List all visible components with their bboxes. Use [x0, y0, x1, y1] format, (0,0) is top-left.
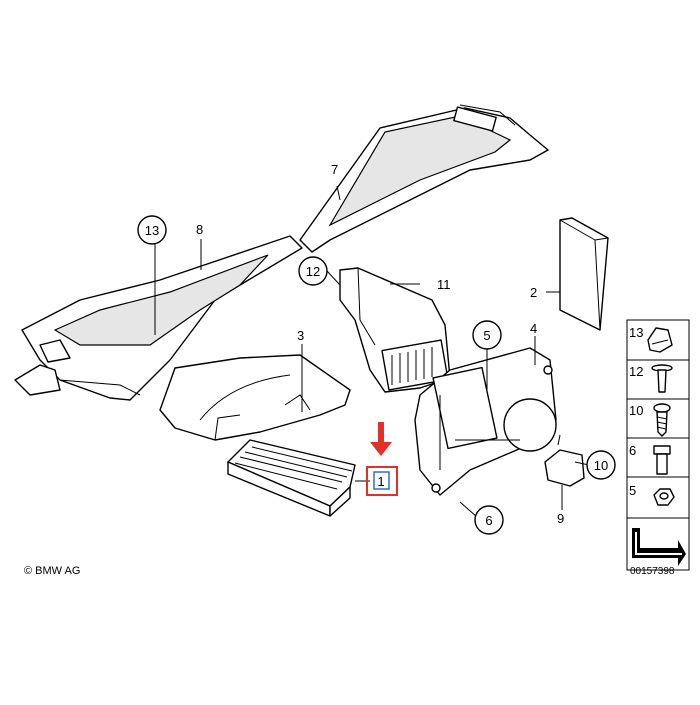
leader-lines — [154, 185, 590, 518]
callout-1: 1 — [377, 474, 384, 489]
svg-text:5: 5 — [483, 328, 490, 343]
drawing-number: 00157398 — [630, 566, 675, 577]
air-duct — [339, 267, 451, 393]
blower-bracket — [414, 347, 557, 496]
cabin-air-filter[interactable] — [227, 439, 356, 517]
legend-label-10: 10 — [629, 403, 643, 418]
callouts-circled: 13 12 5 10 6 — [137, 215, 616, 535]
svg-text:6: 6 — [485, 513, 492, 528]
torx-screw-icon — [653, 403, 671, 437]
callout-10-circle: 10 — [586, 450, 616, 480]
charcoal-filter — [559, 217, 609, 331]
callout-6-circle: 6 — [474, 505, 504, 535]
callout-9: 9 — [557, 511, 564, 526]
svg-text:10: 10 — [594, 458, 608, 473]
legend-label-12: 12 — [629, 364, 643, 379]
plenum-cover-left — [14, 235, 303, 401]
callouts-plain: 7 8 11 3 2 4 9 — [196, 162, 564, 526]
fastener-legend: 13 12 10 6 5 — [626, 319, 690, 571]
callout-13-circle: 13 — [137, 215, 167, 245]
clip-nut-icon — [647, 327, 673, 353]
direction-arrow-icon — [632, 528, 686, 566]
selected-part-callout[interactable]: 1 — [366, 466, 398, 496]
callout-3: 3 — [297, 328, 304, 343]
callout-7: 7 — [331, 162, 338, 177]
hex-bolt-icon — [653, 445, 671, 475]
callout-11: 11 — [437, 277, 451, 292]
filter-housing-cover — [159, 354, 351, 441]
legend-label-6: 6 — [629, 443, 636, 458]
hex-nut-icon — [653, 488, 675, 506]
callout-12-circle: 12 — [298, 256, 328, 286]
copyright-label: © BMW AG — [24, 565, 80, 577]
plenum-cover-right — [299, 104, 549, 253]
expanding-rivet-icon — [651, 364, 673, 393]
callout-5-circle: 5 — [472, 320, 502, 350]
svg-text:12: 12 — [306, 264, 320, 279]
svg-text:13: 13 — [145, 223, 159, 238]
callout-8: 8 — [196, 222, 203, 237]
callout-2: 2 — [530, 285, 537, 300]
legend-label-5: 5 — [629, 483, 636, 498]
sensor-actuator — [544, 434, 585, 487]
highlight-arrow-icon — [370, 422, 392, 456]
legend-label-13: 13 — [629, 325, 643, 340]
callout-4: 4 — [530, 321, 537, 336]
